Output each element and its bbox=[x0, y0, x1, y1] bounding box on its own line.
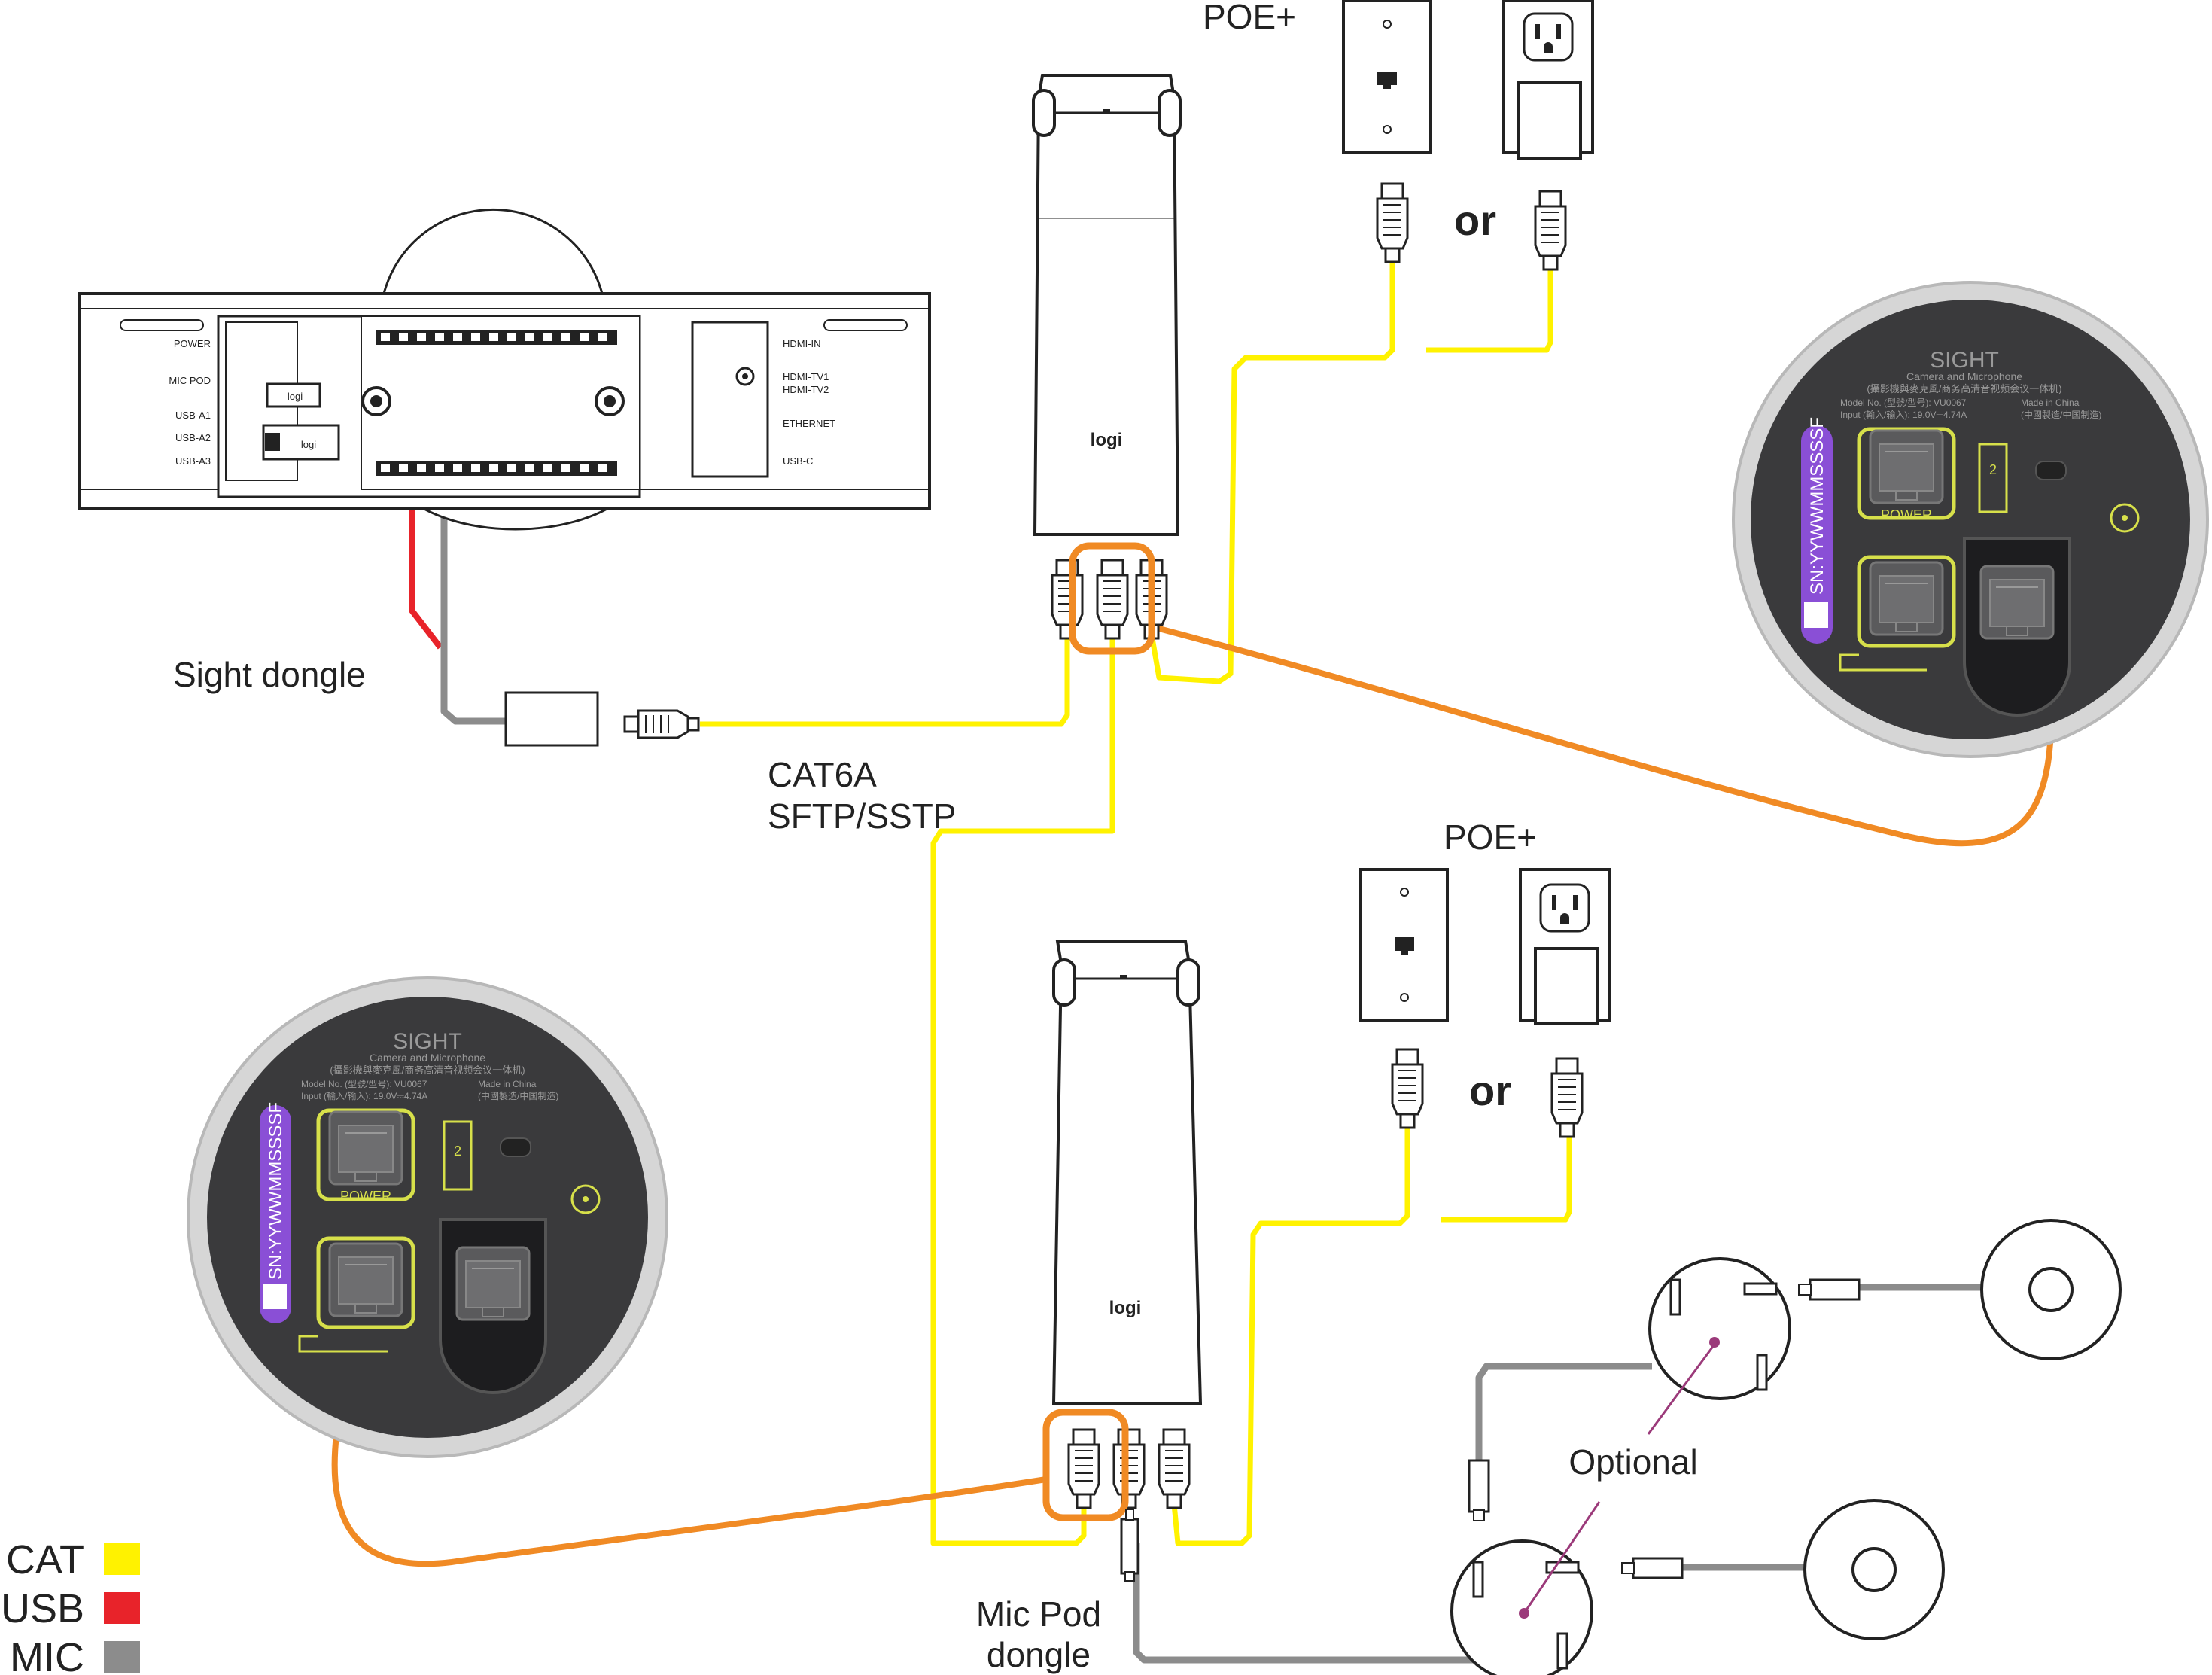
legend-swatch-usb bbox=[104, 1592, 140, 1624]
hub-bottom-highlight bbox=[1042, 1409, 1129, 1521]
sight-top-serial: SN:YYWWMMSSSSF bbox=[1807, 417, 1827, 595]
optional-label: Optional bbox=[1568, 1442, 1697, 1482]
mic-pod-dongle bbox=[1120, 1509, 1139, 1582]
sight-top-origin: Made in China bbox=[2021, 397, 2080, 408]
poe-wall-plate-top bbox=[1342, 0, 1432, 263]
sight-bottom-slot-number: 2 bbox=[454, 1144, 461, 1159]
legend-swatch-cat bbox=[104, 1543, 140, 1575]
sight-top-slot-number: 2 bbox=[1989, 462, 1997, 477]
port-label-usb-a1: USB-A1 bbox=[175, 410, 211, 421]
sight-top-subtitle: Camera and Microphone bbox=[1906, 370, 2022, 382]
port-label-power: POWER bbox=[174, 338, 211, 349]
sight-bottom-power-label: POWER bbox=[340, 1189, 391, 1204]
poe-label-top: POE+ bbox=[1203, 0, 1296, 36]
port-label-usb-c: USB-C bbox=[783, 455, 813, 467]
legend-swatch-mic bbox=[104, 1641, 140, 1673]
sight-bottom-subtitle: Camera and Microphone bbox=[370, 1052, 485, 1064]
mic-pod-hub-upper bbox=[1648, 1257, 1791, 1400]
sight-dongle bbox=[504, 691, 700, 747]
mic-pod-hub-lower bbox=[1450, 1539, 1593, 1675]
sight-bottom-origin-cn: (中國製造/中国制造) bbox=[478, 1090, 558, 1101]
power-outlet-top bbox=[1502, 0, 1594, 271]
legend: CAT USB MIC bbox=[1, 1537, 140, 1675]
mic-pod-dongle-label-line1: Mic Pod bbox=[976, 1594, 1101, 1634]
sight-dongle-label: Sight dongle bbox=[173, 655, 366, 694]
cat-cables bbox=[700, 252, 1572, 1546]
network-hub-bottom: logi bbox=[1042, 940, 1203, 1521]
sight-bottom-origin: Made in China bbox=[478, 1079, 537, 1089]
mic-pod-dongle-label-line2: dongle bbox=[987, 1635, 1091, 1674]
sight-top-input: Input (輸入/输入): 19.0V⎓4.74A bbox=[1840, 409, 1967, 420]
hub-top-highlight bbox=[1069, 542, 1155, 655]
legend-label-usb: USB bbox=[1, 1586, 84, 1631]
sight-bottom-model: Model No. (型號/型号): VU0067 bbox=[301, 1079, 427, 1089]
mic-pod-dongle-side bbox=[1468, 1459, 1490, 1521]
rally-bar-left-ports: POWER MIC POD USB-A1 USB-A2 USB-A3 bbox=[169, 338, 211, 467]
or-label-bottom: or bbox=[1469, 1067, 1511, 1114]
optional-pointer-upper bbox=[1647, 1342, 1718, 1435]
hub-bottom-logo: logi bbox=[1109, 1298, 1142, 1318]
power-outlet-bottom bbox=[1519, 868, 1611, 1138]
sight-bottom-serial: SN:YYWWMMSSSSF bbox=[266, 1102, 286, 1280]
cable-type-label-line2: SFTP/SSTP bbox=[768, 796, 956, 836]
sight-bottom-input: Input (輸入/输入): 19.0V⎓4.74A bbox=[301, 1090, 427, 1101]
poe-wall-plate-bottom bbox=[1359, 868, 1449, 1129]
port-label-hdmi-tv1: HDMI-TV1 bbox=[783, 371, 829, 382]
legend-label-cat: CAT bbox=[6, 1537, 84, 1582]
sight-device-top: SIGHT Camera and Microphone (攝影機與麥克風/商务高… bbox=[1732, 281, 2209, 758]
mic-pod-lower bbox=[1621, 1499, 1945, 1640]
sight-top-origin-cn: (中國製造/中国制造) bbox=[2021, 409, 2101, 420]
optional-pointer-lower bbox=[1523, 1501, 1601, 1614]
svg-text:logi: logi bbox=[301, 439, 316, 450]
hub-top-logo: logi bbox=[1091, 430, 1123, 450]
network-hub-top: logi bbox=[1032, 74, 1182, 655]
sight-bottom-title: SIGHT bbox=[393, 1029, 462, 1054]
port-label-hdmi-in: HDMI-IN bbox=[783, 338, 821, 349]
sight-top-power-label: POWER bbox=[1881, 507, 1932, 522]
poe-label-bottom: POE+ bbox=[1444, 818, 1537, 857]
sight-bottom-chinese-name: (攝影機與麥克風/商务高清音视频会议一体机) bbox=[330, 1064, 525, 1076]
port-label-usb-a3: USB-A3 bbox=[175, 455, 211, 467]
cable-type-label-line1: CAT6A bbox=[768, 755, 877, 794]
port-label-ethernet: ETHERNET bbox=[783, 418, 835, 429]
or-label-top: or bbox=[1454, 196, 1496, 244]
sight-device-bottom: SIGHT Camera and Microphone (攝影機與麥克風/商务高… bbox=[187, 976, 668, 1458]
sight-top-chinese-name: (攝影機與麥克風/商务高清音视频会议一体机) bbox=[1867, 383, 2061, 394]
port-label-usb-a2: USB-A2 bbox=[175, 432, 211, 443]
sight-top-model: Model No. (型號/型号): VU0067 bbox=[1840, 397, 1967, 408]
rally-bar: logi logi POWER MIC POD USB-A1 USB-A2 US… bbox=[78, 208, 931, 531]
legend-label-mic: MIC bbox=[10, 1635, 84, 1675]
rally-bar-right-ports: HDMI-IN HDMI-TV1 HDMI-TV2 ETHERNET USB-C bbox=[783, 338, 835, 467]
svg-text:logi: logi bbox=[288, 391, 303, 402]
port-label-hdmi-tv2: HDMI-TV2 bbox=[783, 384, 829, 395]
mic-pod-upper bbox=[1798, 1219, 2122, 1360]
sight-top-title: SIGHT bbox=[1930, 348, 1999, 373]
port-label-mic-pod: MIC POD bbox=[169, 375, 211, 386]
